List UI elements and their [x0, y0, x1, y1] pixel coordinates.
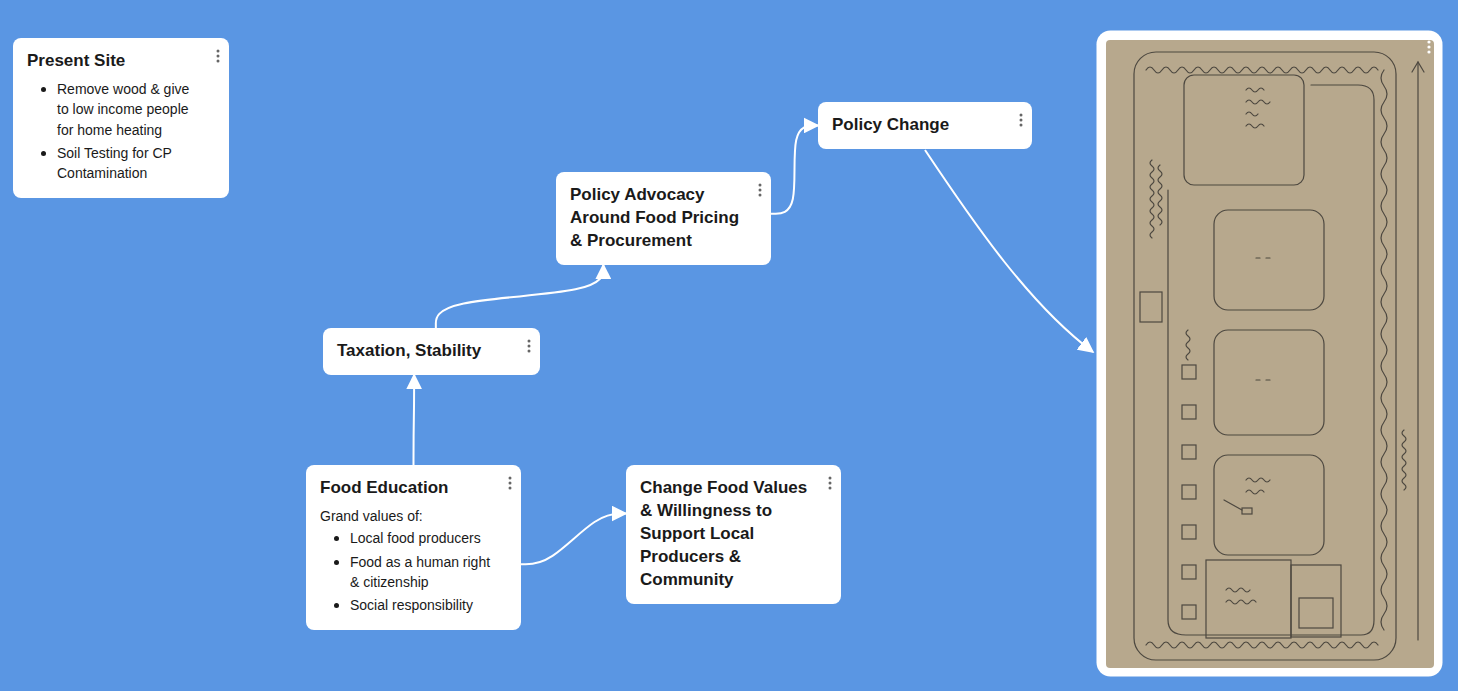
- pencil-drawing: [1134, 52, 1424, 660]
- panel-frame: [1097, 31, 1443, 677]
- process-box: Food EducationGrand values of:Local food…: [306, 465, 521, 630]
- menu-icon: [1019, 113, 1023, 127]
- bullet-dot: [334, 603, 339, 608]
- box-title: Change Food Values & Willingness to Supp…: [640, 477, 813, 592]
- box-title: Present Site: [27, 50, 201, 73]
- box-title: Policy Change: [832, 114, 1004, 137]
- connector-arrow: [771, 125, 818, 213]
- bullet-item: Remove wood & give to low income people …: [27, 79, 201, 140]
- site-sketch: [1096, 30, 1444, 678]
- process-box: Policy Change: [818, 102, 1032, 149]
- connector-arrow: [436, 265, 603, 328]
- box-text: Grand values of:: [320, 506, 493, 526]
- bullet-dot: [334, 536, 339, 541]
- bullet-dot: [334, 560, 339, 565]
- bullet-item: Soil Testing for CP Contamination: [27, 143, 201, 184]
- connector-arrow: [521, 514, 626, 565]
- box-title: Food Education: [320, 477, 493, 500]
- menu-icon: [828, 476, 832, 490]
- box-title: Policy Advocacy Around Food Pricing & Pr…: [570, 184, 743, 253]
- menu-icon: [758, 183, 762, 197]
- bullet-dot: [41, 151, 46, 156]
- bullet-item: Food as a human right & citizenship: [320, 552, 493, 593]
- connector-arrow: [925, 150, 1093, 352]
- sketch-photo: [1106, 40, 1434, 668]
- process-box: Policy Advocacy Around Food Pricing & Pr…: [556, 172, 771, 265]
- bullet-dot: [41, 87, 46, 92]
- menu-icon: [1427, 40, 1430, 53]
- bullet-item: Social responsibility: [320, 595, 493, 615]
- menu-icon: [527, 339, 531, 353]
- menu-icon: [508, 476, 512, 490]
- process-box: Change Food Values & Willingness to Supp…: [626, 465, 841, 604]
- connector-arrow: [413, 375, 416, 465]
- process-box: Taxation, Stability: [323, 328, 540, 375]
- menu-icon: [216, 49, 220, 63]
- process-box: Present SiteRemove wood & give to low in…: [13, 38, 229, 198]
- bullet-item: Local food producers: [320, 528, 493, 548]
- box-title: Taxation, Stability: [337, 340, 512, 363]
